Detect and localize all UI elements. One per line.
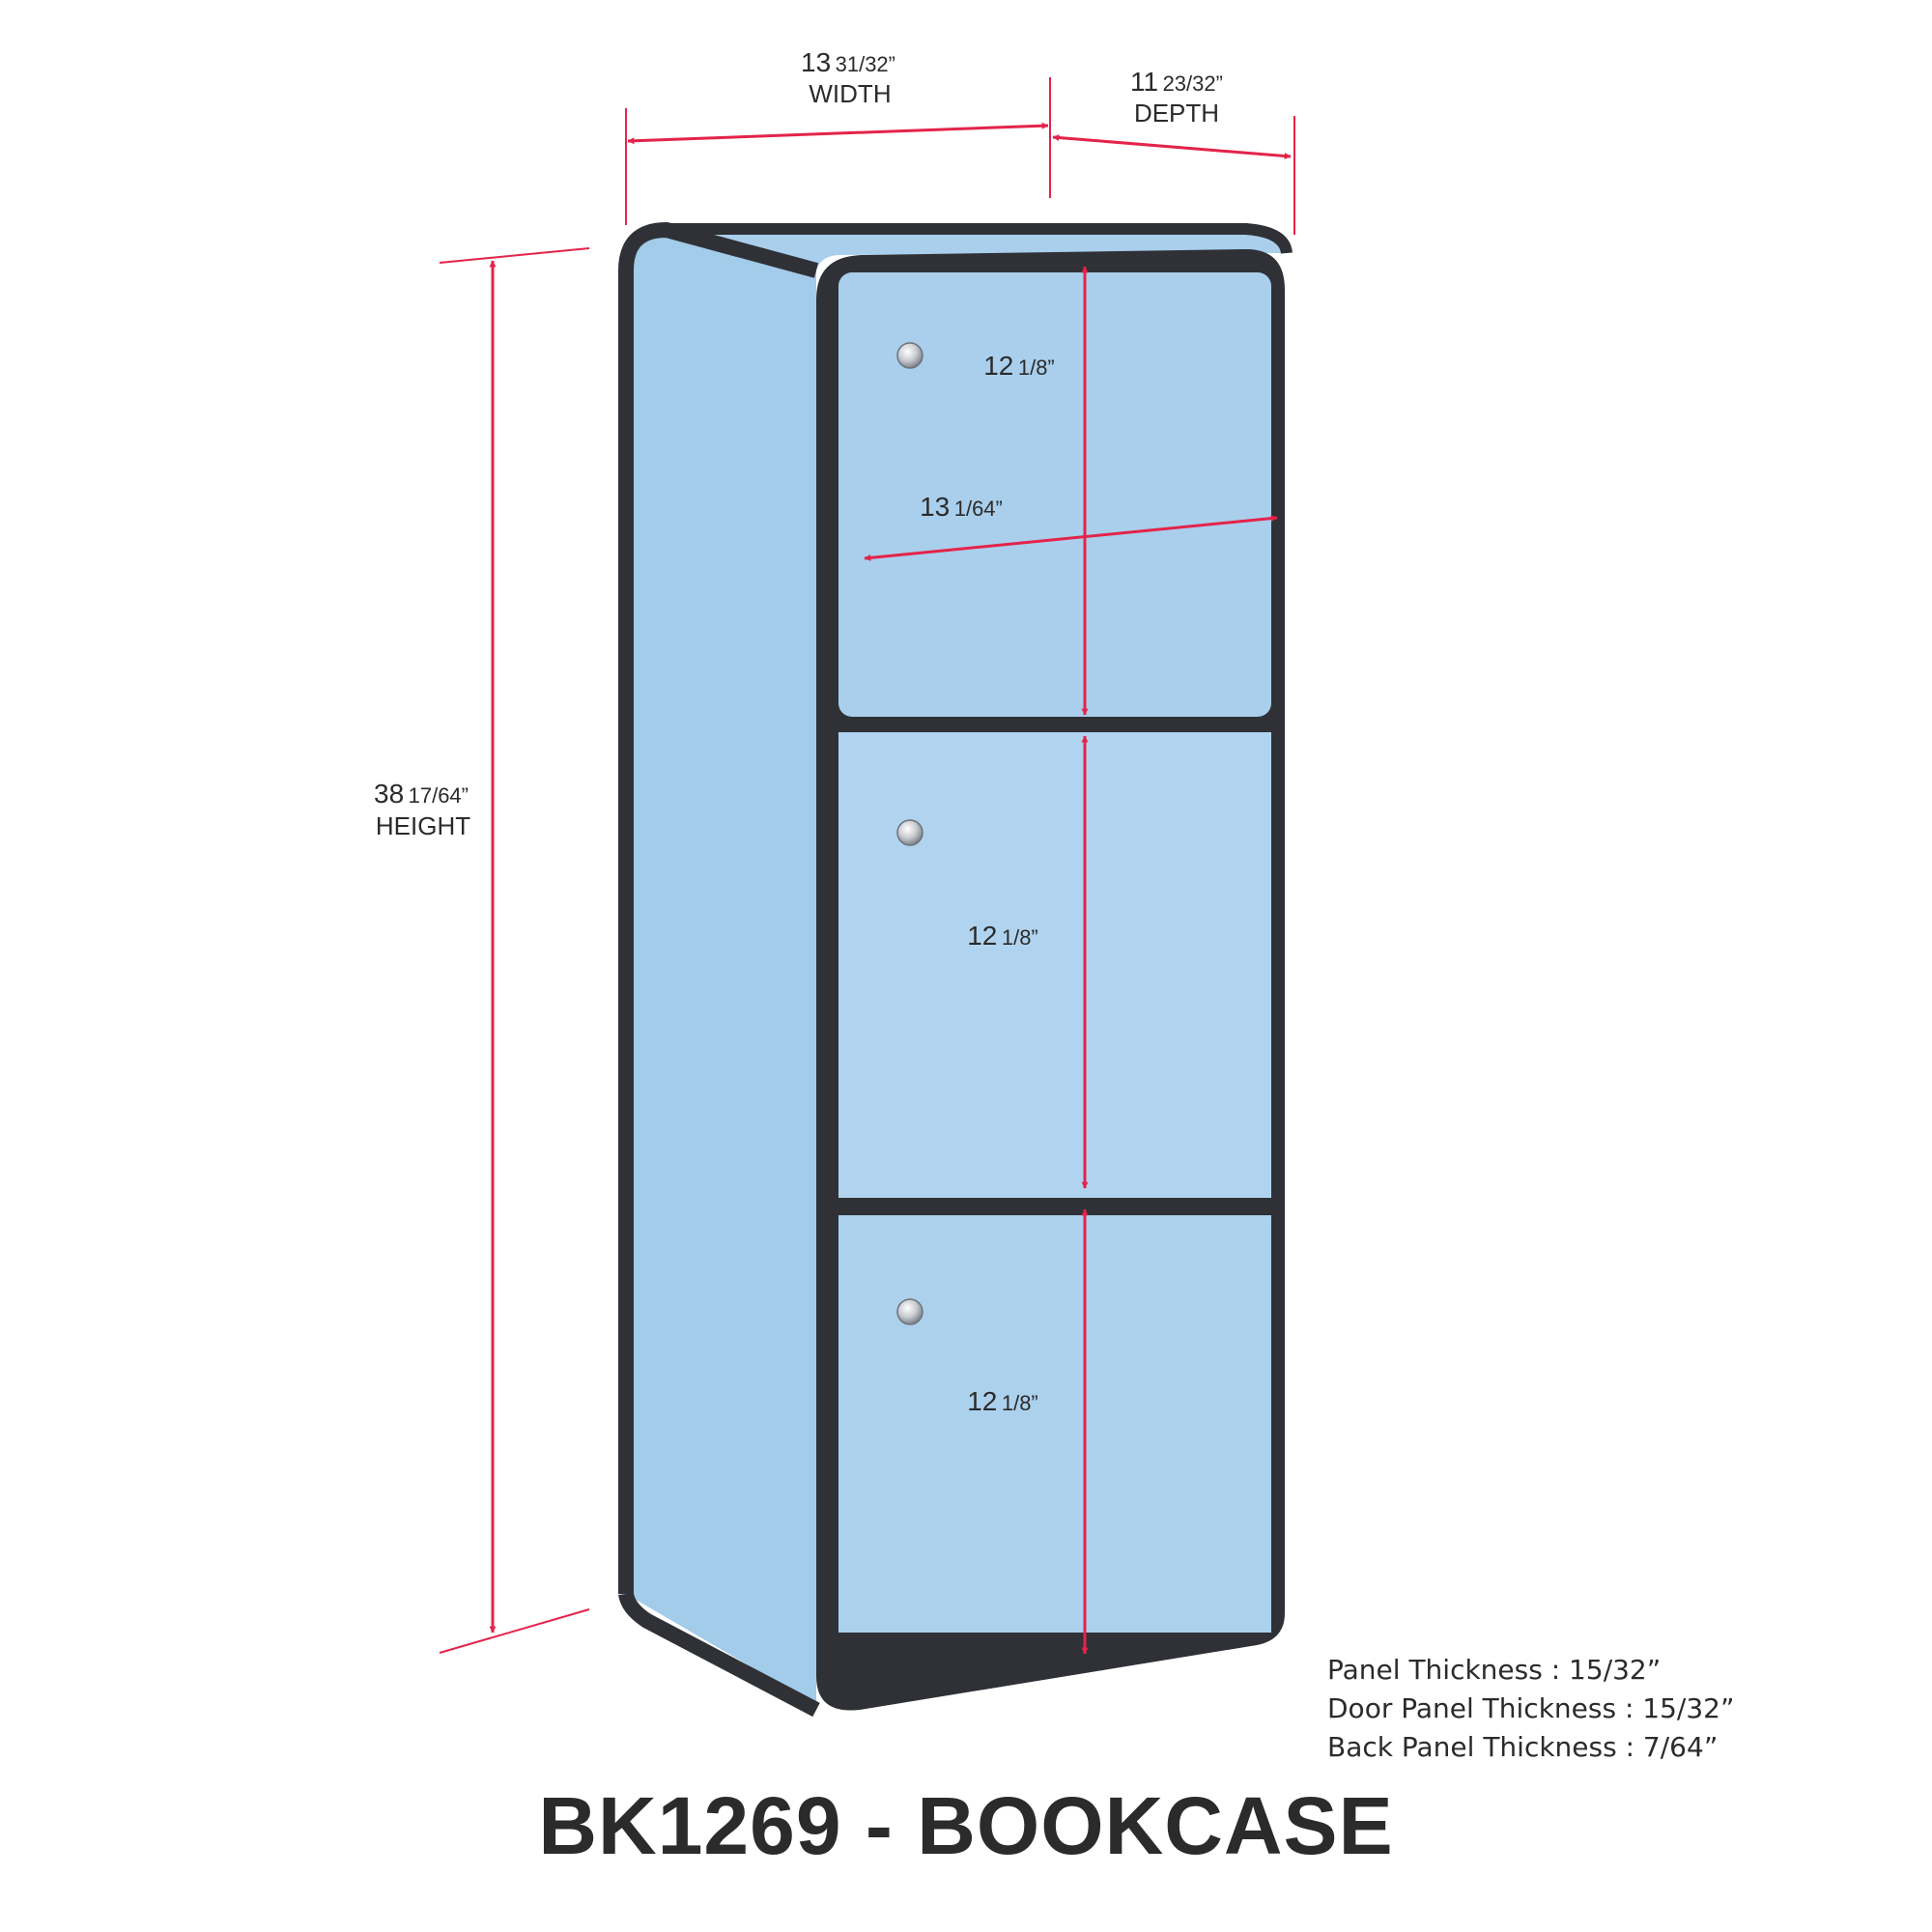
door-knob-icon[interactable] [896,1298,923,1325]
page-title: BK1269 - BOOKCASE [538,1780,1394,1871]
side-frame-edge [618,222,819,1594]
height-label: 38 17/64” [374,779,469,809]
depth-word: DEPTH [1134,99,1219,128]
width-word: WIDTH [809,79,891,108]
inner-width-arrow [864,515,1278,561]
top-back-edge [667,223,1293,255]
door-top[interactable] [838,272,1271,717]
spec-back-panel-thickness: Back Panel Thickness : 7/64” [1327,1731,1719,1763]
left-side-panel [626,230,816,1705]
depth-label: 11 23/32” [1130,67,1223,97]
top-surface [667,229,1285,270]
width-arrow [627,122,1049,145]
bottom-frame-edge [618,1592,820,1718]
spec-panel-thickness: Panel Thickness : 15/32” [1327,1654,1662,1686]
door-middle[interactable] [838,732,1271,1198]
bookcase [618,222,1293,1718]
door-knob-icon[interactable] [896,819,923,846]
width-label: 13 31/32” [801,47,895,77]
height-word: HEIGHT [376,811,470,840]
compartment-3-label: 12 1/8” [967,1386,1038,1416]
dimension-labels: 13 31/32” WIDTH 11 23/32” DEPTH 38 17/64… [374,47,1223,1416]
compartment-2-label: 12 1/8” [967,921,1038,951]
door-knob-icon[interactable] [896,342,923,369]
spec-door-panel-thickness: Door Panel Thickness : 15/32” [1327,1692,1735,1724]
inner-width-label: 13 1/64” [920,492,1003,522]
depth-arrow [1052,134,1292,159]
compartment-1-label: 12 1/8” [983,351,1055,381]
dimension-arrows [489,122,1292,1655]
extension-lines [439,77,1295,1654]
door-bottom[interactable] [838,1215,1271,1633]
